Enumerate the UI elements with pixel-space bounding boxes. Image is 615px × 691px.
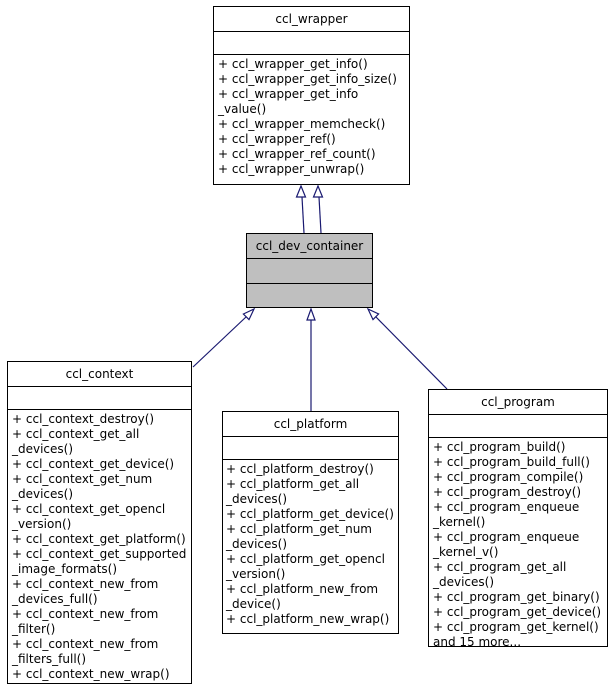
method-item: + ccl​_platform​_new​_wrap() — [226, 612, 390, 626]
method-item: + ccl​_wrapper​_memcheck() — [218, 117, 386, 131]
method-item: + ccl​_platform​_destroy() — [226, 462, 374, 476]
method-item: + ccl​_program​_enqueue​_kernel() — [433, 500, 580, 529]
class-box-ccl-program[interactable]: ccl_program + ccl​_program​_build()+ ccl… — [428, 389, 608, 647]
attributes-section — [223, 437, 398, 460]
method-item: + ccl​_program​_compile() — [433, 470, 584, 484]
arrow-context-to-devcontainer — [192, 307, 256, 368]
method-item: + ccl​_program​_destroy() — [433, 485, 582, 499]
method-item: + ccl​_context​_get​_platform() — [12, 532, 186, 546]
method-item: + ccl​_context​_destroy() — [12, 412, 155, 426]
method-item: + ccl​_program​_get​_binary() — [433, 590, 600, 604]
method-item: + ccl​_context​_new​_from​_filters​_full… — [12, 637, 159, 666]
class-title[interactable]: ccl_context — [8, 362, 191, 387]
methods-section — [247, 284, 372, 307]
methods-section: + ccl​_context​_destroy()+ ccl​_context​… — [8, 410, 191, 683]
method-item: + ccl​_program​_get​_all​_devices() — [433, 560, 567, 589]
method-item: + ccl​_wrapper​_get​_info​_value() — [218, 87, 359, 116]
method-item: + ccl​_context​_get​_device() — [12, 457, 175, 471]
methods-section: + ccl​_program​_build()+ ccl​_program​_b… — [429, 438, 607, 646]
method-item: + ccl​_context​_new​_from​_devices​_full… — [12, 577, 159, 606]
arrow-platform-to-devcontainer — [306, 307, 316, 411]
method-item: + ccl​_platform​_get​_num​_devices() — [226, 522, 372, 551]
method-item: + ccl​_context​_get​_opencl​_version() — [12, 502, 166, 531]
attributes-section — [247, 259, 372, 284]
method-item: + ccl​_program​_enqueue​_kernel​_v() — [433, 530, 580, 559]
class-title[interactable]: ccl_platform — [223, 412, 398, 437]
method-item: + ccl​_program​_build() — [433, 440, 566, 454]
method-item: + ccl​_context​_get​_num​_devices() — [12, 472, 153, 501]
method-item: + ccl​_program​_get​_kernel() — [433, 620, 599, 634]
method-item: + ccl​_program​_build​_full() — [433, 455, 590, 469]
method-item: + ccl​_wrapper​_ref​_count() — [218, 147, 376, 161]
method-item: + ccl​_platform​_get​_device() — [226, 507, 394, 521]
attributes-section — [429, 415, 607, 438]
method-item: + ccl​_platform​_get​_opencl​_version() — [226, 552, 385, 581]
methods-section: + ccl​_wrapper​_get​_info()+ ccl​_wrappe… — [214, 55, 409, 184]
method-item: + ccl​_wrapper​_ref() — [218, 132, 336, 146]
class-title[interactable]: ccl_wrapper — [214, 7, 409, 32]
method-item: + ccl​_wrapper​_get​_info() — [218, 57, 368, 71]
method-item: + ccl​_program​_get​_device() — [433, 605, 602, 619]
class-box-ccl-wrapper[interactable]: ccl_wrapper + ccl​_wrapper​_get​_info()+… — [213, 6, 410, 185]
arrow-devcontainer-to-wrapper-2 — [312, 184, 324, 234]
class-box-ccl-context[interactable]: ccl_context + ccl​_context​_destroy()+ c… — [7, 361, 192, 684]
method-item: + ccl​_context​_get​_supported​_image​_f… — [12, 547, 187, 576]
method-item: + ccl​_platform​_get​_all​_devices() — [226, 477, 360, 506]
method-item: + ccl​_platform​_new​_from​_device() — [226, 582, 379, 611]
class-box-ccl-platform[interactable]: ccl_platform + ccl​_platform​_destroy()+… — [222, 411, 399, 634]
attributes-section — [8, 387, 191, 410]
arrow-program-to-devcontainer — [366, 307, 448, 390]
arrow-devcontainer-to-wrapper-1 — [295, 184, 307, 234]
method-item: and 15 more... — [433, 635, 522, 646]
method-item: + ccl​_wrapper​_get​_info​_size() — [218, 72, 397, 86]
method-item: + ccl​_context​_new​_wrap() — [12, 667, 170, 681]
class-title[interactable]: ccl_dev_container — [247, 234, 372, 259]
class-box-ccl-dev-container[interactable]: ccl_dev_container — [246, 233, 373, 308]
method-item: + ccl​_context​_get​_all​_devices() — [12, 427, 140, 456]
attributes-section — [214, 32, 409, 55]
class-title[interactable]: ccl_program — [429, 390, 607, 415]
methods-section: + ccl​_platform​_destroy()+ ccl​_platfor… — [223, 460, 398, 633]
method-item: + ccl​_wrapper​_unwrap() — [218, 162, 365, 176]
method-item: + ccl​_context​_new​_from​_filter() — [12, 607, 159, 636]
